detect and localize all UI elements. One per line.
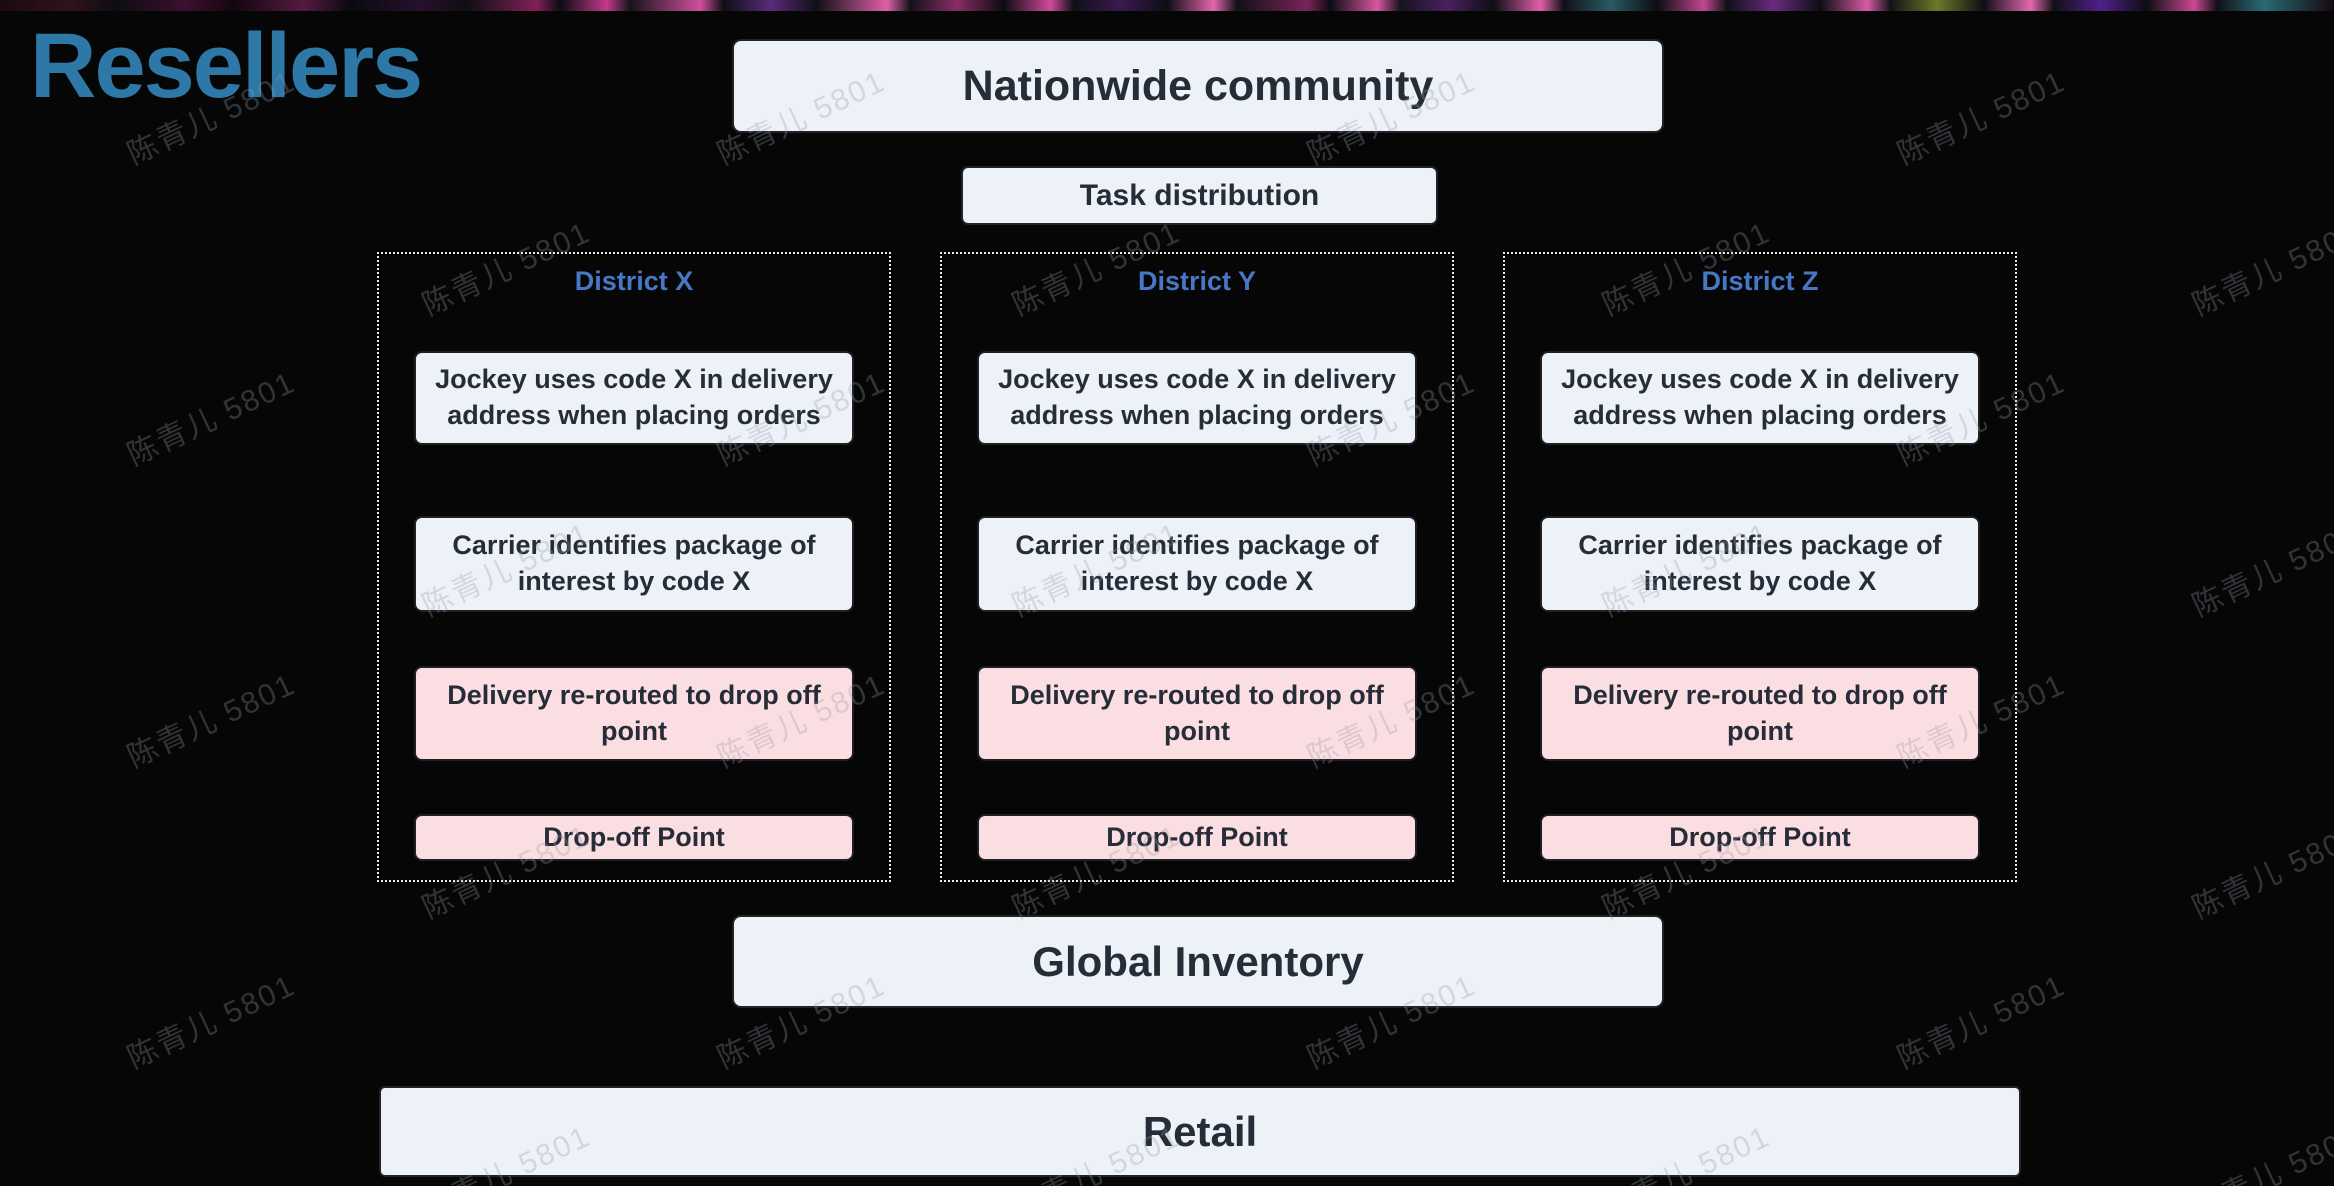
step-drop-off-point: Drop-off Point [414,814,854,861]
watermark: 陈青儿 5801 [122,969,301,1076]
step-drop-off-point: Drop-off Point [977,814,1417,861]
node-nationwide-community: Nationwide community [732,39,1664,133]
step-jockey-code: Jockey uses code X in delivery address w… [414,351,854,445]
district-y-container: District Y Jockey uses code X in deliver… [940,252,1454,882]
step-jockey-code: Jockey uses code X in delivery address w… [977,351,1417,445]
video-color-strip [0,0,2334,11]
step-jockey-code: Jockey uses code X in delivery address w… [1540,351,1980,445]
watermark: 陈青儿 5801 [122,667,301,775]
watermark: 陈青儿 5801 [1892,969,2071,1076]
node-retail: Retail [379,1086,2021,1177]
watermark: 陈青儿 5801 [122,366,301,473]
watermark: 陈青儿 5801 [2187,1119,2334,1186]
watermark: 陈青儿 5801 [1892,64,2071,172]
district-x-container: District X Jockey uses code X in deliver… [377,252,891,882]
watermark: 陈青儿 5801 [2187,818,2334,925]
node-global-inventory: Global Inventory [732,915,1664,1008]
district-z-label: District Z [1701,266,1819,296]
node-task-distribution: Task distribution [961,166,1438,225]
step-delivery-rerouted: Delivery re-routed to drop off point [414,666,854,761]
step-carrier-identifies: Carrier identifies package of interest b… [1540,516,1980,612]
step-delivery-rerouted: Delivery re-routed to drop off point [1540,666,1980,761]
watermark: 陈青儿 5801 [2187,517,2334,624]
district-y-label: District Y [1137,266,1257,296]
step-carrier-identifies: Carrier identifies package of interest b… [414,516,854,612]
page-title: Resellers [30,15,423,117]
step-carrier-identifies: Carrier identifies package of interest b… [977,516,1417,612]
watermark: 陈青儿 5801 [2187,215,2334,323]
district-x-label: District X [574,266,694,296]
district-z-container: District Z Jockey uses code X in deliver… [1503,252,2017,882]
step-delivery-rerouted: Delivery re-routed to drop off point [977,666,1417,761]
step-drop-off-point: Drop-off Point [1540,814,1980,861]
